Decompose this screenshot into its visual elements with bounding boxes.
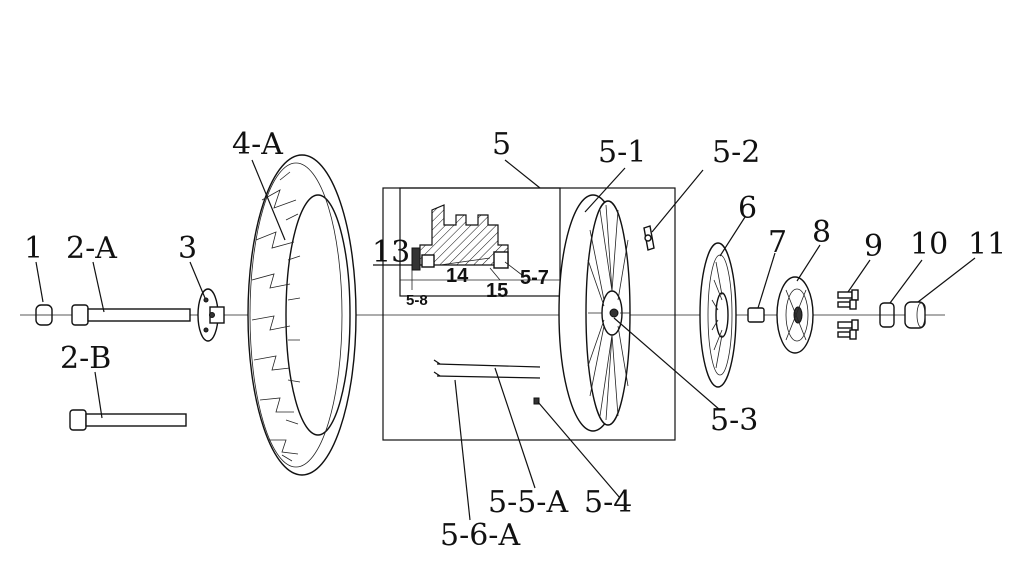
label-2b: 2-B bbox=[60, 341, 111, 376]
label-5: 5 bbox=[492, 127, 511, 162]
label-5-6a: 5-6-A bbox=[440, 518, 520, 553]
label-15: 15 bbox=[486, 280, 508, 302]
label-5-4: 5-4 bbox=[584, 485, 632, 520]
part-1-nut bbox=[35, 304, 53, 326]
label-8: 8 bbox=[812, 215, 831, 250]
part-3-flange bbox=[197, 288, 225, 342]
label-10: 10 bbox=[910, 227, 948, 262]
label-7: 7 bbox=[768, 225, 787, 260]
label-5-8: 5-8 bbox=[406, 292, 428, 309]
part-5-6a-spoke bbox=[433, 371, 541, 379]
leader-lines bbox=[35, 159, 976, 521]
part-5-4-nipple bbox=[533, 397, 540, 405]
label-2a: 2-A bbox=[66, 231, 117, 266]
part-11-cap bbox=[904, 301, 926, 329]
hub-section-detail bbox=[373, 187, 561, 297]
part-8-drum bbox=[776, 276, 814, 354]
label-6: 6 bbox=[738, 191, 757, 226]
part-7-bushing bbox=[747, 307, 765, 323]
label-14: 14 bbox=[446, 265, 469, 287]
part-2b-axle-bolt bbox=[69, 409, 187, 431]
part-5-5a-spoke bbox=[433, 359, 541, 368]
part-5-1-rim bbox=[558, 194, 631, 432]
label-4a: 4-A bbox=[232, 127, 283, 162]
label-11: 11 bbox=[968, 227, 1006, 262]
label-1: 1 bbox=[24, 231, 43, 266]
label-5-3: 5-3 bbox=[710, 403, 758, 438]
part-4a-tire bbox=[247, 154, 357, 476]
part-9-bolts bbox=[837, 289, 859, 340]
label-13: 13 bbox=[372, 235, 410, 270]
part-5-2-valve bbox=[643, 225, 655, 251]
part-2a-axle-bolt bbox=[71, 304, 191, 326]
label-5-2: 5-2 bbox=[712, 135, 760, 170]
part-5-assembly-frame bbox=[382, 187, 676, 441]
part-10-flange-nut bbox=[879, 302, 895, 328]
label-9: 9 bbox=[864, 229, 883, 264]
label-5-7: 5-7 bbox=[520, 267, 549, 289]
label-5-1: 5-1 bbox=[598, 135, 646, 170]
label-5-5a: 5-5-A bbox=[488, 485, 568, 520]
part-6-brake-disc bbox=[699, 242, 737, 388]
label-3: 3 bbox=[178, 231, 197, 266]
